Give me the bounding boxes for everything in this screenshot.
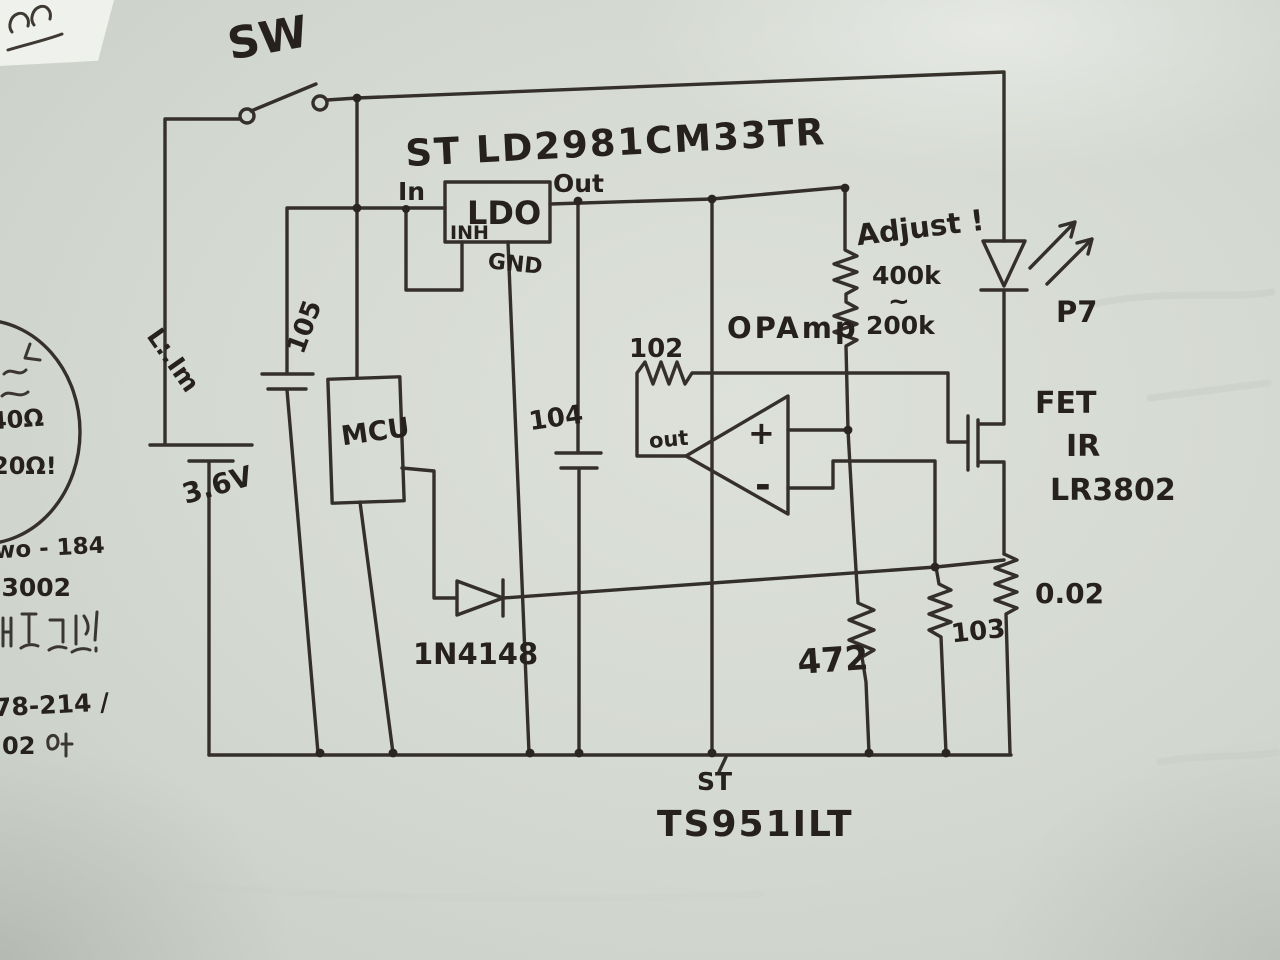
mcu-box — [326, 375, 406, 505]
adjust-label: Adjust ! — [854, 203, 985, 252]
fet-symbol — [966, 288, 1006, 556]
paper-corner — [0, 0, 114, 66]
pot-tilde-label: ~ — [888, 287, 910, 317]
handwriting-labels: SW ST LD2981CM33TR LDO In Out INH GND 3.… — [141, 6, 1176, 845]
junction-dot — [525, 748, 535, 758]
board-smudges — [146, 288, 1280, 903]
junction-dot — [840, 183, 850, 193]
junction-dot — [352, 203, 362, 213]
ldo-out-pin-label: Out — [553, 169, 604, 198]
diode-part-label: 1N4148 — [413, 637, 538, 671]
led-emission-arrows-icon — [1028, 220, 1094, 286]
top-rail-wire — [325, 70, 1006, 243]
opamp-minus-input-wire — [786, 459, 937, 569]
circle-scribble — [0, 342, 42, 398]
capacitor-104-label: 104 — [527, 400, 585, 437]
ldo-inh-pin-label: INH — [450, 222, 489, 244]
junction-dots — [315, 93, 951, 758]
led-symbol — [979, 239, 1029, 292]
switch-lever — [249, 82, 318, 113]
paper-scribble — [6, 4, 64, 52]
battery-note-label: L:.Im — [141, 323, 205, 398]
margin-note: 40Ω — [0, 404, 45, 436]
fet-maker-label: IR — [1066, 429, 1100, 464]
ldo-box — [443, 180, 552, 244]
switch-terminal — [311, 94, 329, 112]
margin-circle-scribble — [0, 320, 82, 544]
junction-dot — [315, 748, 325, 758]
switch-label: SW — [224, 6, 312, 70]
fet-label: FET — [1035, 386, 1097, 421]
pot-400k-label: 400k — [872, 261, 942, 290]
resistor-103-label: 103 — [950, 614, 1007, 650]
opamp-out-label: out — [648, 426, 689, 453]
margin-note: wo - 184 — [0, 533, 105, 565]
smudge-streak — [1146, 379, 1272, 402]
junction-dot — [941, 748, 951, 758]
opamp-triangle — [684, 394, 790, 516]
shunt-value-label: 0.02 — [1035, 577, 1104, 610]
smudge-streak — [146, 878, 764, 903]
opamp-output-and-resistor-102 — [635, 360, 970, 458]
junction-dot — [388, 748, 398, 758]
opamp-label: OPAmp — [727, 311, 859, 345]
resistor-102-label: 102 — [629, 334, 683, 364]
opamp-minus-label: - — [755, 463, 771, 507]
switch-terminal — [238, 107, 256, 125]
margin-note: 78-214 / — [0, 687, 111, 722]
margin-note: .3002 — [0, 573, 71, 602]
shunt-resistor-002 — [993, 552, 1019, 755]
mcu-ground-wire — [358, 500, 395, 755]
junction-dot — [402, 205, 410, 213]
junction-dot — [574, 748, 584, 758]
resistor-103 — [927, 565, 953, 755]
ldo-inh-loop-wire — [404, 208, 464, 292]
circuit-ink — [0, 70, 1094, 774]
battery-branch-wire — [148, 117, 254, 757]
ldo-in-pin-label: In — [398, 177, 425, 206]
junction-dot — [843, 425, 853, 435]
diode-1n4148-symbol — [455, 578, 505, 618]
ldo-gnd-wire — [506, 240, 531, 755]
margin-note: 20Ω! — [0, 452, 57, 480]
diode-branch-wire — [400, 466, 938, 600]
illegible-scribbles — [0, 4, 99, 758]
junction-dot — [707, 748, 717, 758]
ldo-label: LDO — [467, 194, 541, 232]
junction-dot — [352, 93, 362, 103]
ground-tick — [717, 755, 728, 774]
illegible-note-scribble — [1, 610, 99, 654]
fet-part-label: LR3802 — [1050, 473, 1176, 508]
junction-dot — [573, 196, 583, 206]
junction-dot — [707, 194, 717, 204]
illegible-note-scribble — [46, 732, 74, 758]
pot-200k-label: 200k — [866, 311, 936, 340]
sense-node-link-wire — [934, 558, 1006, 569]
led-ref-label: P7 — [1056, 295, 1097, 329]
opamp-plus-label: + — [748, 414, 775, 452]
battery-voltage-label: 3.6V — [178, 459, 256, 510]
junction-dot — [930, 562, 940, 572]
margin-note: 02 — [2, 732, 35, 760]
resistor-472-label: 472 — [796, 638, 870, 683]
capacitor-104 — [554, 200, 603, 755]
ldo-gnd-pin-label: GND — [487, 249, 544, 280]
margin-notes: 40Ω 20Ω! wo - 184 .3002 78-214 / 02 — [0, 404, 111, 760]
ldo-in-rail-wire — [285, 206, 447, 375]
smudge-streak — [1156, 748, 1280, 766]
junction-dot — [864, 748, 874, 758]
opamp-part-number-label: TS951ILT — [657, 804, 854, 845]
smudge-streak — [1086, 288, 1276, 309]
ldo-part-number-label: ST LD2981CM33TR — [404, 110, 827, 175]
opamp-maker-label: ST — [697, 767, 732, 796]
pot-400k-200k-and-resistor-472 — [832, 185, 876, 755]
capacitor-105 — [260, 372, 320, 755]
